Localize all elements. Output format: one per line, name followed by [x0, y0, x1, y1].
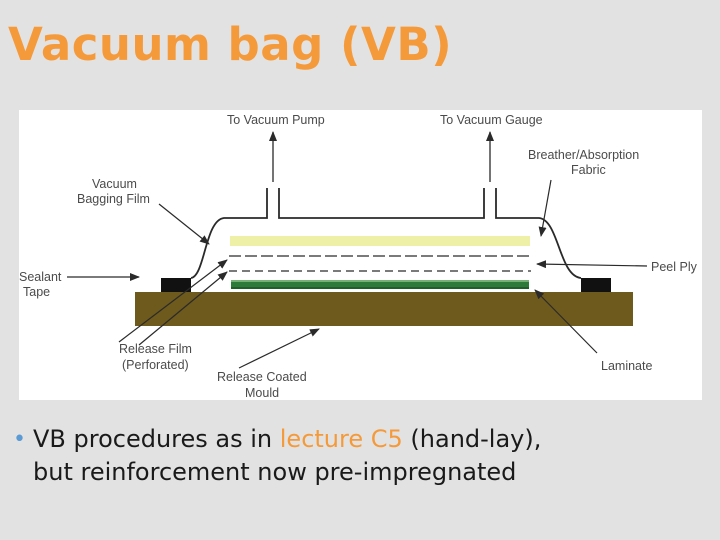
slide-title: Vacuum bag (VB)	[8, 18, 453, 71]
label-bag-film-1: Vacuum	[92, 177, 137, 191]
vacuum-bag-diagram: To Vacuum Pump To Vacuum Gauge Breather/…	[19, 110, 702, 400]
bullet-highlight-link: lecture C5	[279, 425, 403, 453]
label-vacuum-gauge: To Vacuum Gauge	[440, 113, 543, 127]
laminate-arrow	[534, 289, 598, 354]
bullet-text-part1: VB procedures as in	[33, 425, 280, 453]
label-bag-film-2: Bagging Film	[77, 192, 150, 206]
diagram-svg: To Vacuum Pump To Vacuum Gauge Breather/…	[19, 113, 698, 400]
breather-fabric	[230, 236, 530, 246]
breather-arrow	[538, 179, 552, 237]
label-breather-2: Fabric	[571, 163, 606, 177]
label-release-film-2: (Perforated)	[122, 358, 189, 372]
release-film-arrow-1	[118, 259, 228, 343]
vacuum-bagging-film	[190, 188, 582, 279]
bag-film-arrow	[158, 203, 210, 245]
release-coated-mould	[135, 292, 633, 326]
release-film-arrow-2	[138, 271, 228, 346]
peel-ply-arrow	[536, 260, 648, 269]
laminate-layer	[231, 280, 529, 289]
label-release-film-1: Release Film	[119, 342, 192, 356]
label-sealant-1: Sealant	[19, 270, 62, 284]
label-release-mould-1: Release Coated	[217, 370, 307, 384]
label-vacuum-pump: To Vacuum Pump	[227, 113, 325, 127]
label-release-mould-2: Mould	[245, 386, 279, 400]
bullet-text-part2: (hand-lay),	[402, 425, 542, 453]
label-breather-1: Breather/Absorption	[528, 148, 639, 162]
bullet-marker-icon: •	[13, 427, 26, 452]
label-laminate: Laminate	[601, 359, 652, 373]
bullet-line-2: but reinforcement now pre-impregnated	[33, 458, 517, 486]
label-sealant-2: Tape	[23, 285, 50, 299]
bullet-line-1: VB procedures as in lecture C5 (hand-lay…	[33, 423, 703, 456]
sealant-tape-left	[161, 278, 191, 292]
label-peel-ply: Peel Ply	[651, 260, 698, 274]
sealant-tape-right	[581, 278, 611, 292]
mould-arrow	[238, 328, 320, 369]
bullet-point: • VB procedures as in lecture C5 (hand-l…	[13, 423, 703, 489]
